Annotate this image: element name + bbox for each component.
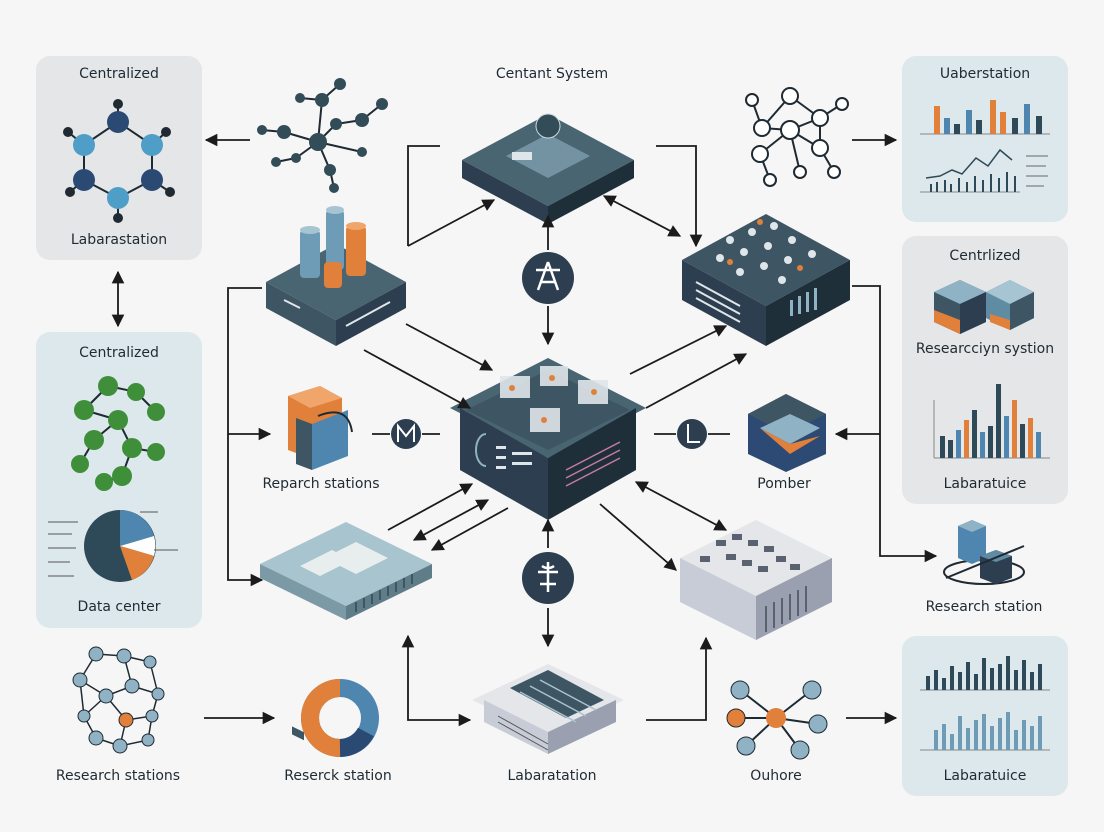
label-right-mid-panel-top: Centrlized xyxy=(949,248,1021,264)
bar-chart-icon xyxy=(920,656,1050,691)
cube-blocks-icon xyxy=(934,280,1034,334)
label-top-center: Centant System xyxy=(495,66,609,82)
molecule-branch-icon xyxy=(257,78,388,193)
label-top-left-panel: Centralized xyxy=(79,66,159,82)
bar-chart-icon xyxy=(920,100,1050,135)
bar-chart-icon xyxy=(920,712,1050,751)
research-station-orange-icon xyxy=(288,386,353,470)
pie-chart-icon xyxy=(48,510,178,582)
label-mid-left-panel: Centralized xyxy=(79,345,159,361)
server-bottom-left-icon xyxy=(260,522,432,741)
label-mid-left-panel-bottom: Data center xyxy=(77,599,161,615)
label-reserck-station: Reserck station xyxy=(284,768,392,784)
beacon-icon xyxy=(522,252,574,304)
panel-top-left xyxy=(36,56,202,260)
label-research-stations-bottom: Research stations xyxy=(55,768,181,784)
label-reparch-stations: Reparch stations xyxy=(262,476,380,492)
signal-tower-icon xyxy=(522,552,574,604)
molecule-hexagon-icon xyxy=(63,99,175,223)
label-right-mid-panel-bottom: Labaratuice xyxy=(943,476,1027,492)
server-bottom-right-icon xyxy=(680,520,832,640)
l-logo-icon xyxy=(677,419,707,449)
server-lab-plate-icon xyxy=(682,214,850,346)
label-top-right-panel: Uaberstation xyxy=(939,66,1031,82)
server-cylinders-icon xyxy=(266,206,406,346)
label-right-mid-panel-middle: Researcciyn systion xyxy=(915,341,1055,357)
label-research-station-right: Research station xyxy=(925,599,1043,615)
donut-chart-icon xyxy=(301,679,379,757)
line-chart-icon xyxy=(920,148,1048,193)
bar-chart-icon xyxy=(933,384,1050,459)
green-molecule-icon xyxy=(71,376,165,491)
label-bottom-right-panel: Labaratuice xyxy=(943,768,1027,784)
network-mesh-icon xyxy=(72,646,165,754)
research-station-icon xyxy=(943,520,1025,585)
hub-network-icon xyxy=(726,680,828,760)
connector-arrows xyxy=(111,133,938,727)
central-server-icon xyxy=(450,358,646,520)
label-ouhore: Ouhore xyxy=(750,768,802,784)
label-top-left-panel-bottom: Labarastation xyxy=(70,232,168,248)
panel-mid-right xyxy=(902,236,1068,504)
pomber-box-icon xyxy=(748,394,826,472)
network-graph-icon xyxy=(745,87,849,187)
server-top-center-icon xyxy=(462,113,634,224)
label-labaratation: Labaratation xyxy=(507,768,597,784)
m-logo-icon xyxy=(391,419,421,449)
label-pomber: Pomber xyxy=(757,476,811,492)
server-bottom-center-icon xyxy=(472,664,624,754)
panel-top-right xyxy=(902,56,1068,222)
